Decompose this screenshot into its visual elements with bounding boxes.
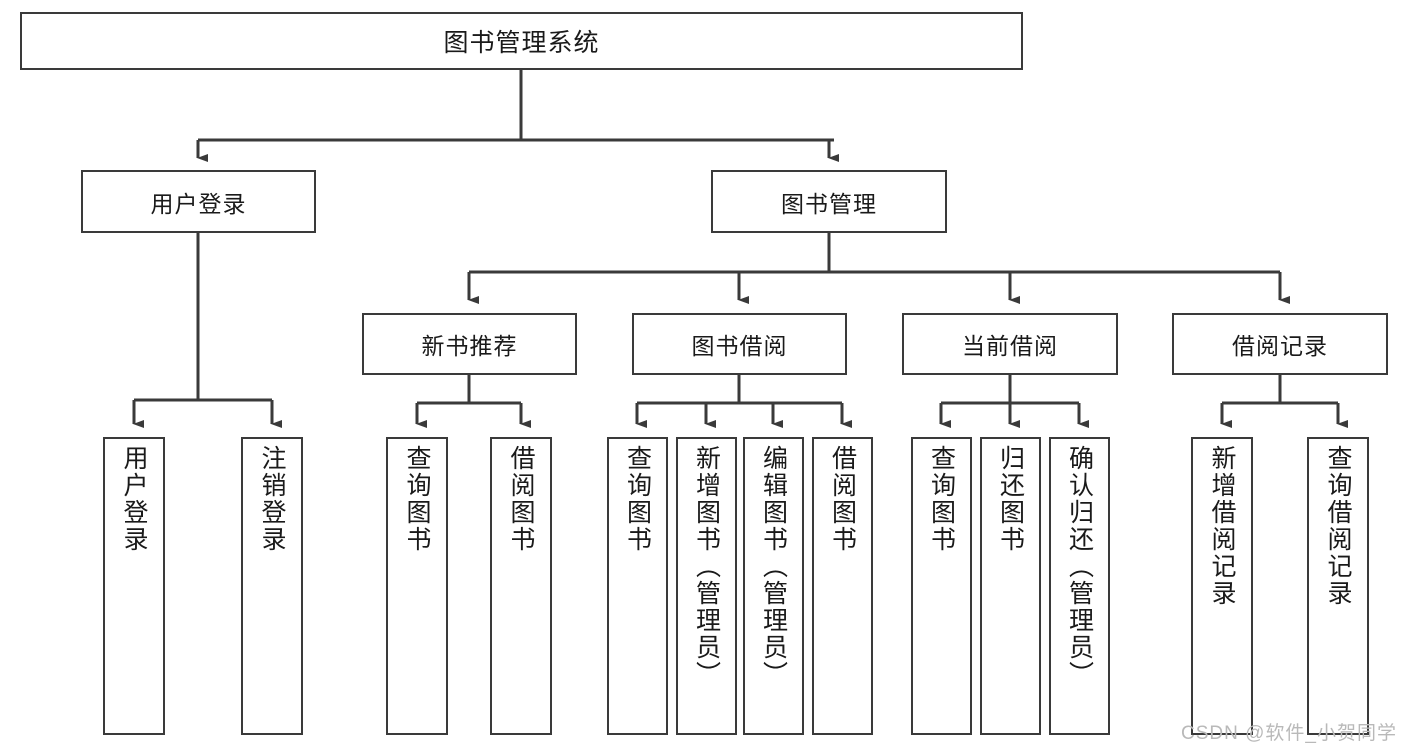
leaf-query-book-recommend[interactable]: 查询图书: [386, 437, 448, 735]
node-label: 查询图书: [623, 445, 652, 553]
watermark: CSDN @软件_小贺同学: [1181, 723, 1397, 744]
leaf-return-book[interactable]: 归还图书: [980, 437, 1041, 735]
node-label: 图书管理系统: [443, 29, 600, 57]
node-label: 借阅记录: [1232, 333, 1328, 359]
leaf-borrow-book[interactable]: 借阅图书: [812, 437, 873, 735]
node-label: 借阅图书: [507, 445, 535, 553]
node-label: 查询借阅记录: [1324, 445, 1352, 607]
leaf-query-book-borrow[interactable]: 查询图书: [607, 437, 668, 735]
leaf-edit-book-admin[interactable]: 编辑图书（管理员）: [743, 437, 804, 735]
leaf-user-login[interactable]: 用户登录: [103, 437, 165, 735]
leaf-query-borrow-record[interactable]: 查询借阅记录: [1307, 437, 1369, 735]
node-label: 注销登录: [258, 445, 286, 553]
node-label: 查询图书: [403, 445, 431, 553]
node-label: 归还图书: [996, 445, 1025, 553]
node-label: 新增图书（管理员）: [692, 445, 721, 688]
node-label: 当前借阅: [962, 333, 1058, 359]
leaf-add-borrow-record[interactable]: 新增借阅记录: [1191, 437, 1253, 735]
node-label: 用户登录: [150, 190, 247, 217]
leaf-logout-login[interactable]: 注销登录: [241, 437, 303, 735]
node-label: 新增借阅记录: [1208, 445, 1236, 607]
node-new-book-recommend[interactable]: 新书推荐: [362, 313, 577, 375]
leaf-confirm-return-admin[interactable]: 确认归还（管理员）: [1049, 437, 1110, 735]
node-borrow-record[interactable]: 借阅记录: [1172, 313, 1388, 375]
node-label: 新书推荐: [421, 333, 518, 359]
node-label: 图书借阅: [691, 333, 788, 359]
node-label: 查询图书: [927, 445, 956, 553]
leaf-borrow-book-recommend[interactable]: 借阅图书: [490, 437, 552, 735]
node-label: 确认归还（管理员）: [1065, 445, 1094, 688]
node-label: 用户登录: [120, 445, 148, 553]
node-user-login[interactable]: 用户登录: [81, 170, 316, 233]
node-book-manage[interactable]: 图书管理: [711, 170, 947, 233]
node-current-borrow[interactable]: 当前借阅: [902, 313, 1118, 375]
node-label: 图书管理: [781, 190, 877, 217]
leaf-query-book-current[interactable]: 查询图书: [911, 437, 972, 735]
leaf-add-book-admin[interactable]: 新增图书（管理员）: [676, 437, 737, 735]
node-root-book-management-system[interactable]: 图书管理系统: [20, 12, 1023, 70]
node-label: 编辑图书（管理员）: [759, 445, 788, 688]
node-book-borrow[interactable]: 图书借阅: [632, 313, 847, 375]
node-label: 借阅图书: [828, 445, 857, 553]
